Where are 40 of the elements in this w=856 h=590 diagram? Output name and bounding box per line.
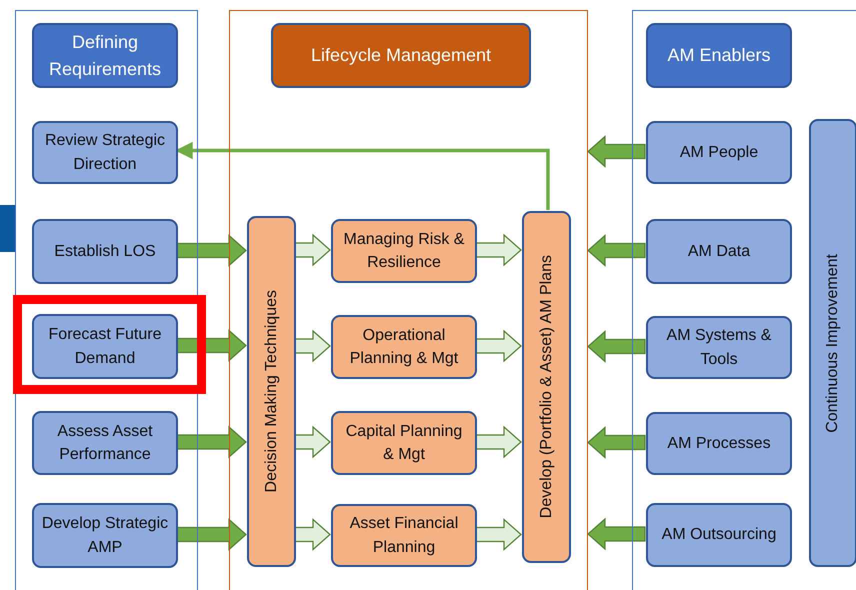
process-box: Managing Risk & Resilience	[331, 219, 477, 283]
process-box: AM Systems & Tools	[646, 316, 792, 379]
block-arrow	[294, 330, 331, 362]
process-box: AM Processes	[646, 412, 792, 475]
process-bar: Continuous Improvement	[809, 119, 856, 567]
process-bar: Decision Making Techniques	[247, 216, 296, 567]
process-box: Asset Financial Planning	[331, 504, 477, 567]
block-arrow	[475, 518, 522, 551]
block-arrow	[294, 234, 331, 266]
block-arrow	[587, 234, 646, 267]
process-box: AM Outsourcing	[646, 503, 792, 567]
process-box: Capital Planning & Mgt	[331, 411, 477, 475]
block-arrow	[176, 518, 247, 551]
process-box: Review Strategic Direction	[32, 121, 178, 184]
block-arrow	[475, 426, 522, 458]
block-arrow	[587, 426, 646, 459]
block-arrow	[587, 135, 646, 168]
column-frame	[229, 10, 588, 590]
header-box: AM Enablers	[646, 23, 792, 88]
process-box: Establish LOS	[32, 219, 178, 284]
process-box: Operational Planning & Mgt	[331, 315, 477, 379]
process-box: AM Data	[646, 219, 792, 284]
block-arrow	[587, 330, 646, 363]
process-box: Assess Asset Performance	[32, 411, 178, 475]
process-box: Forecast Future Demand	[32, 314, 178, 379]
block-arrow	[176, 426, 247, 458]
process-bar: Develop (Portfolio & Asset) AM Plans	[522, 211, 571, 563]
block-arrow	[475, 330, 522, 362]
block-arrow	[176, 234, 247, 267]
block-arrow	[587, 518, 646, 550]
block-arrow	[475, 234, 522, 266]
process-box: AM People	[646, 121, 792, 184]
header-box: Defining Requirements	[32, 23, 178, 88]
block-arrow	[294, 518, 331, 551]
block-arrow	[294, 426, 331, 458]
header-box: Lifecycle Management	[271, 23, 531, 88]
column-frame	[632, 10, 856, 590]
block-arrow	[176, 329, 247, 362]
column-frame	[15, 10, 198, 590]
process-box: Develop Strategic AMP	[32, 503, 178, 568]
